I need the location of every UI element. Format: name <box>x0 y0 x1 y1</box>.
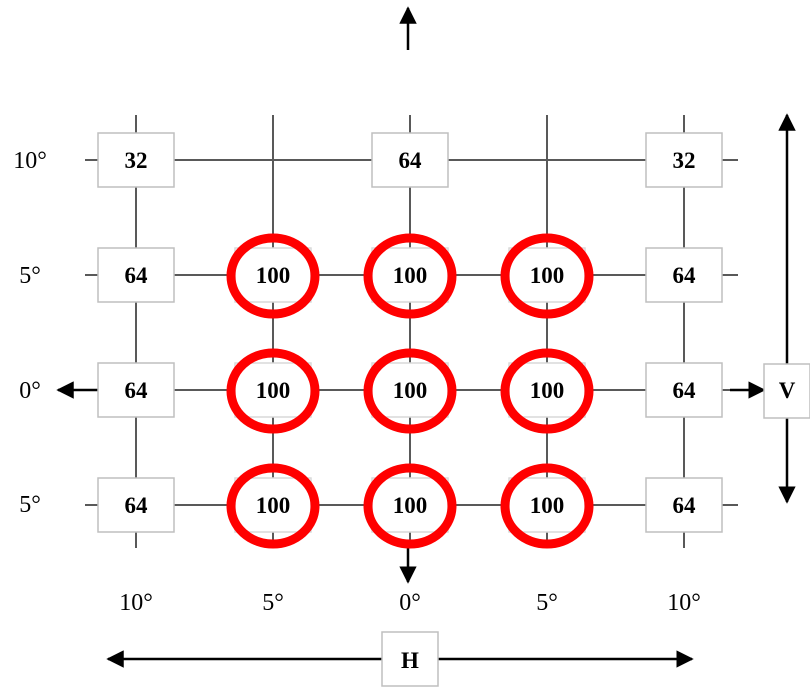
highlight-circle <box>226 233 320 319</box>
grid-cell: 100 <box>226 348 320 434</box>
column-label: 10° <box>667 590 701 616</box>
cell-value: 100 <box>256 263 291 288</box>
grid-cell: 64 <box>97 247 175 303</box>
cell-value: 32 <box>125 148 148 173</box>
grid-cell: 100 <box>500 463 594 549</box>
highlight-circle <box>363 463 457 549</box>
cell-value: 64 <box>399 148 423 173</box>
axis-label-boxes: V H <box>381 363 810 687</box>
column-label: 5° <box>262 590 284 616</box>
cell-box <box>645 132 723 188</box>
cell-value: 64 <box>125 263 149 288</box>
cell-value: 64 <box>673 493 697 518</box>
grid-cell: 64 <box>645 362 723 418</box>
grid-cell: 100 <box>363 463 457 549</box>
grid-cell: 100 <box>500 348 594 434</box>
cell-value: 100 <box>530 378 565 403</box>
grid-cell: 100 <box>500 233 594 319</box>
cell-value: 64 <box>125 493 149 518</box>
highlight-circle <box>226 348 320 434</box>
v-label-box <box>763 363 810 419</box>
cell-box <box>97 247 175 303</box>
cell-value: 100 <box>530 493 565 518</box>
cell-box <box>645 477 723 533</box>
cell-box <box>371 247 449 303</box>
highlight-circle <box>500 463 594 549</box>
cell-box <box>645 362 723 418</box>
h-label-box <box>381 631 439 687</box>
cell-box <box>371 132 449 188</box>
grid-cell: 100 <box>363 233 457 319</box>
highlight-circle <box>500 348 594 434</box>
cell-box <box>97 132 175 188</box>
column-label: 5° <box>536 590 558 616</box>
cell-box <box>97 362 175 418</box>
grid-cell: 64 <box>97 477 175 533</box>
cell-value: 100 <box>393 378 428 403</box>
grid-cell: 100 <box>226 463 320 549</box>
cell-value: 100 <box>530 263 565 288</box>
row-label: 5° <box>19 492 41 518</box>
highlight-circle <box>226 463 320 549</box>
v-axis-label: V <box>779 378 796 403</box>
grid-cell: 32 <box>645 132 723 188</box>
grid-cell: 64 <box>645 247 723 303</box>
grid-cell: 64 <box>645 477 723 533</box>
direction-arrows <box>56 6 796 668</box>
column-label: 0° <box>399 590 421 616</box>
cell-value: 64 <box>673 378 697 403</box>
grid-cells: 32 64 32 64 100 100 100 64 64 100 100 100 64 64 100 100… <box>97 132 723 549</box>
highlight-circle <box>500 233 594 319</box>
grid-cell: 100 <box>363 348 457 434</box>
cell-box <box>234 477 312 533</box>
cell-box <box>234 247 312 303</box>
grid-cell: 64 <box>371 132 449 188</box>
row-labels: 10° 5° 0° 5° <box>13 148 47 518</box>
cell-value: 100 <box>256 493 291 518</box>
column-label: 10° <box>119 590 153 616</box>
h-axis-label: H <box>401 648 419 673</box>
grid-cell: 32 <box>97 132 175 188</box>
row-label: 5° <box>19 263 41 289</box>
grid-cell: 100 <box>226 233 320 319</box>
cell-box <box>97 477 175 533</box>
cell-value: 64 <box>673 263 697 288</box>
highlight-circle <box>363 348 457 434</box>
column-labels: 10° 5° 0° 5° 10° <box>119 590 701 616</box>
grid-cell: 64 <box>97 362 175 418</box>
cell-value: 32 <box>673 148 696 173</box>
row-label: 0° <box>19 378 41 404</box>
cell-box <box>645 247 723 303</box>
row-label: 10° <box>13 148 47 174</box>
cell-value: 100 <box>256 378 291 403</box>
cell-value: 100 <box>393 493 428 518</box>
cell-value: 100 <box>393 263 428 288</box>
highlight-circle <box>363 233 457 319</box>
cell-value: 64 <box>125 378 149 403</box>
